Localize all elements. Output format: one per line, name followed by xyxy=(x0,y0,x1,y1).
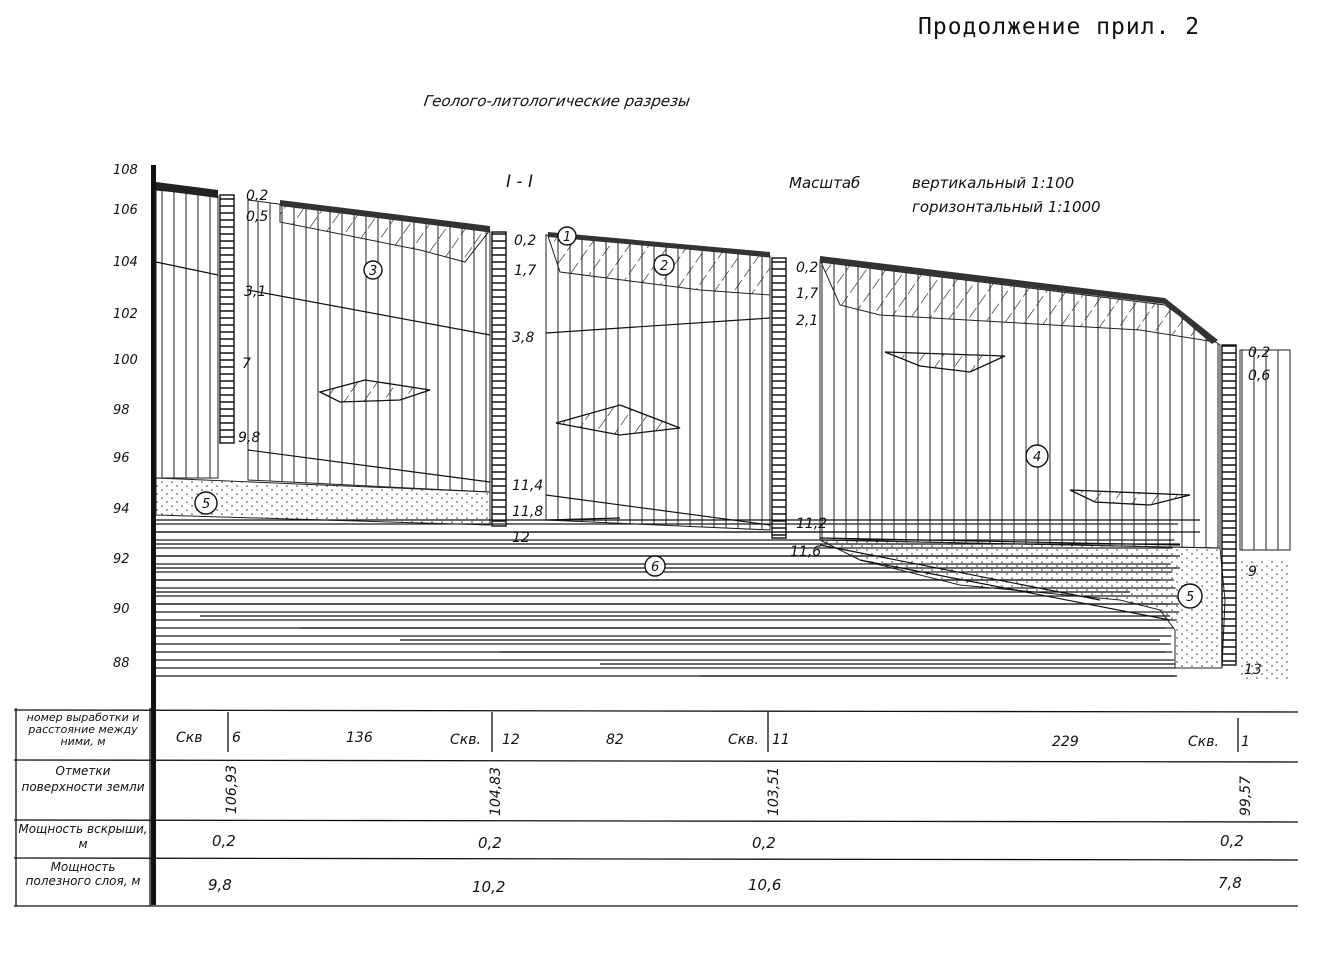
overburden-value: 0,2 xyxy=(212,832,236,850)
elev-label: 106 xyxy=(113,203,138,218)
depth-label: 0,6 xyxy=(1248,368,1270,384)
borehole-number: 6 xyxy=(232,730,241,746)
elevation-value: 104,83 xyxy=(488,767,504,816)
scale-label: Масштаб xyxy=(789,174,860,192)
borehole-number: 1 xyxy=(1241,734,1250,750)
elevation-value: 103,51 xyxy=(766,767,782,816)
depth-label: 3,8 xyxy=(512,330,534,346)
depth-labels: 0,2 0,5 3,1 7 9,8 0,2 1,7 3,8 11,4 11,8 … xyxy=(238,188,1270,678)
borehole-name: Скв. xyxy=(1188,734,1219,750)
distance: 229 xyxy=(1052,734,1079,750)
lens xyxy=(884,351,1006,373)
overburden-value: 0,2 xyxy=(1220,832,1244,850)
data-table xyxy=(13,708,1299,907)
borehole-name: Скв xyxy=(176,730,202,746)
elev-label: 96 xyxy=(113,451,130,466)
depth-label: 7 xyxy=(242,356,251,372)
depth-label: 9 xyxy=(1248,564,1257,580)
depth-label: 0,2 xyxy=(514,233,536,249)
table-headers: номер выработки и расстояние между ними,… xyxy=(18,712,148,888)
section-label: I - I xyxy=(506,172,533,192)
row-overburden: 0,2 0,2 0,2 0,2 xyxy=(212,832,1244,852)
borehole-1 xyxy=(1221,344,1237,666)
header-borehole-number: номер выработки и расстояние между ними,… xyxy=(26,712,140,748)
borehole-name: Скв. xyxy=(728,732,759,748)
depth-label: 0,5 xyxy=(246,209,268,225)
distance: 136 xyxy=(346,730,373,746)
elev-label: 88 xyxy=(113,656,130,671)
elev-label: 100 xyxy=(113,353,138,368)
layer-marker-2: 2 xyxy=(660,259,668,274)
axis-line xyxy=(151,165,156,905)
depth-label: 0,2 xyxy=(246,188,268,204)
lens xyxy=(318,379,431,403)
layer-marker-6: 6 xyxy=(651,560,659,575)
depth-label: 9,8 xyxy=(238,430,260,446)
borehole-name: Скв. xyxy=(450,732,481,748)
row-elevations: 106,93 104,83 103,51 99,57 xyxy=(224,765,1254,816)
borehole-6 xyxy=(219,194,235,444)
layer-marker-5: 5 xyxy=(202,497,210,512)
depth-label: 0,2 xyxy=(1248,345,1270,361)
layer-marker-1: 1 xyxy=(563,230,571,245)
depth-label: 11,8 xyxy=(512,504,543,520)
depth-label: 1,7 xyxy=(514,263,536,279)
header-surface-elevation: Отметки поверхности земли xyxy=(21,764,145,794)
overburden-value: 0,2 xyxy=(752,834,776,852)
elev-label: 92 xyxy=(113,552,130,567)
page-title: Продолжение прил. 2 xyxy=(918,14,1201,40)
depth-label: 3,1 xyxy=(244,284,266,300)
depth-label: 11,4 xyxy=(512,478,543,494)
lens xyxy=(1069,489,1191,506)
lens xyxy=(555,404,681,436)
layer-marker-3: 3 xyxy=(369,264,377,279)
layer-5-sand-left xyxy=(155,477,491,526)
depth-label: 11,2 xyxy=(796,516,827,532)
elev-label: 90 xyxy=(113,602,130,617)
borehole-12 xyxy=(491,231,507,527)
elevation-axis: 108 106 104 102 100 98 96 94 92 90 88 xyxy=(113,163,138,671)
elev-label: 108 xyxy=(113,163,138,178)
borehole-number: 11 xyxy=(772,732,790,748)
distance: 82 xyxy=(606,732,624,748)
header-mineral-layer: Мощность полезного слоя, м xyxy=(25,860,141,888)
scale-vertical: вертикальный 1:100 xyxy=(912,174,1074,192)
scale-horizontal: горизонтальный 1:1000 xyxy=(912,198,1101,216)
header-overburden: Мощность вскрыши, м xyxy=(18,822,148,851)
elev-label: 94 xyxy=(113,502,130,517)
elev-label: 102 xyxy=(113,307,138,322)
depth-label: 12 xyxy=(512,530,530,546)
depth-label: 11,6 xyxy=(790,544,821,560)
layer-marker-4: 4 xyxy=(1033,450,1041,465)
borehole-number: 12 xyxy=(502,732,520,748)
elevation-value: 106,93 xyxy=(224,765,240,814)
mineral-value: 10,6 xyxy=(748,876,781,894)
row-borehole-names: Скв 6 136 Скв. 12 82 Скв. 11 229 Скв. 1 xyxy=(176,730,1250,750)
elevation-value: 99,57 xyxy=(1238,776,1254,816)
depth-label: 13 xyxy=(1244,662,1262,678)
layer-3-left xyxy=(155,189,219,479)
borehole-11 xyxy=(771,257,787,539)
elev-label: 104 xyxy=(113,255,138,270)
mineral-value: 10,2 xyxy=(472,878,505,896)
depth-label: 2,1 xyxy=(796,313,818,329)
mineral-value: 7,8 xyxy=(1218,874,1242,892)
overburden-value: 0,2 xyxy=(478,834,502,852)
row-mineral: 9,8 10,2 10,6 7,8 xyxy=(208,874,1242,896)
depth-label: 1,7 xyxy=(796,286,818,302)
layer-markers: 1 2 3 4 5 5 6 xyxy=(194,226,1203,609)
mineral-value: 9,8 xyxy=(208,876,232,894)
depth-label: 0,2 xyxy=(796,260,818,276)
layer-marker-5: 5 xyxy=(1186,590,1194,605)
elev-label: 98 xyxy=(113,403,130,418)
